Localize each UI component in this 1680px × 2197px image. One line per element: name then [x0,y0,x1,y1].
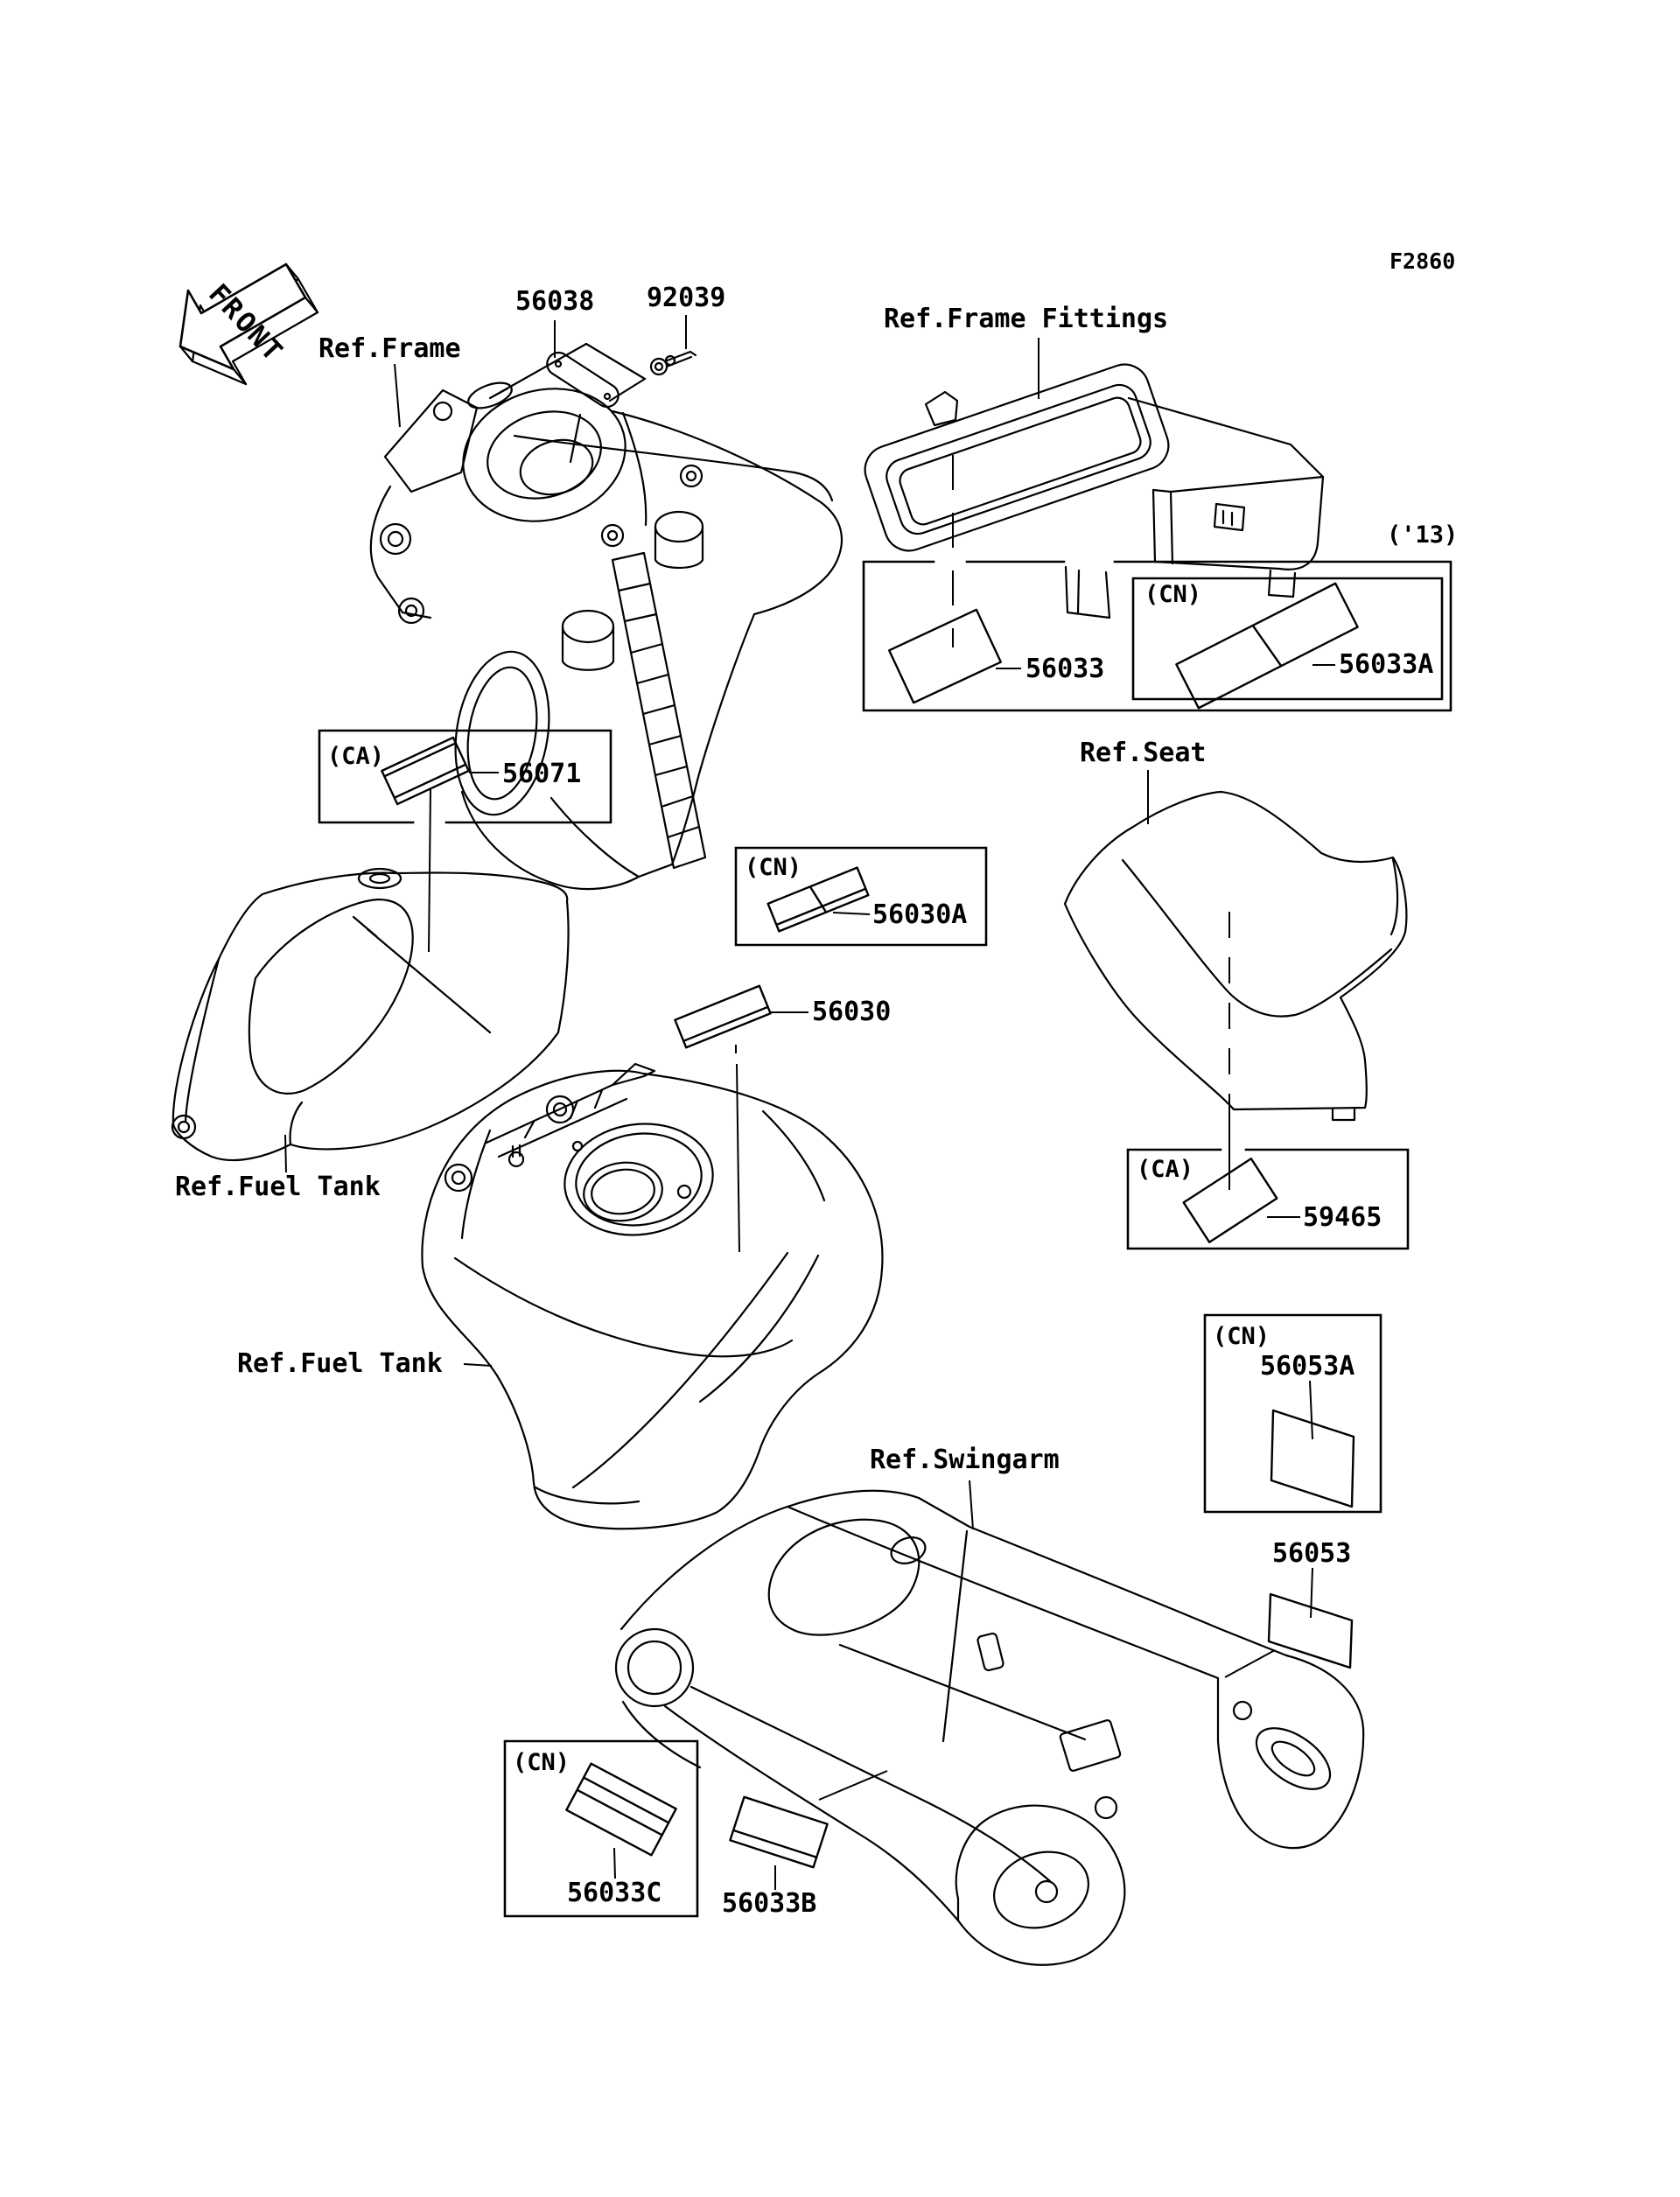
sticker-56033b [730,1797,827,1867]
leader-56030-to-tank [736,1045,739,1252]
sticker-59465 [1184,1158,1278,1242]
box-ca-56071 [319,731,611,822]
frame-fittings-drawing [858,358,1323,618]
leader-56071-to-cover [429,789,430,952]
front-arrow: FRONT [180,264,318,384]
frame-drawing [371,370,842,889]
label-plate-56038 [490,344,645,411]
fuel-tank-drawing [422,1064,882,1529]
region-cn-56053a: (CN) [1213,1323,1270,1350]
region-cn-56030a: (CN) [745,854,802,881]
box-56033-group [864,562,1451,710]
sticker-56030 [675,986,770,1047]
sticker-56030a [768,868,869,932]
part-number-59465: 59465 [1303,1202,1382,1233]
variant-boxes [319,562,1451,1916]
part-number-56033b: 56033B [722,1888,817,1919]
year-13-note: ('13) [1387,521,1459,549]
box-cn-56030a [736,848,986,945]
part-number-56030: 56030 [812,997,892,1027]
part-number-56033a: 56033A [1339,649,1434,680]
sticker-56033 [889,610,1001,703]
ref-fuel-tank-cover-label: Ref.Fuel Tank [175,1172,381,1202]
region-ca-59465: (CA) [1137,1156,1194,1183]
box-ca-59465 [1128,1150,1408,1249]
box-cn-56033c [505,1741,697,1916]
sticker-56071 [382,738,468,804]
leader-ref-fuel-tank-cover [285,1135,286,1172]
ref-fuel-tank-label: Ref.Fuel Tank [237,1348,443,1379]
sticker-56053a [1271,1410,1354,1507]
box-cn-56033a [1133,578,1442,699]
ref-frame-fittings-label: Ref.Frame Fittings [884,304,1169,334]
part-number-56033: 56033 [1026,654,1105,684]
swingarm-drawing [616,1491,1363,1965]
leader-ref-frame [395,364,400,427]
leader-56033c [614,1848,615,1879]
part-number-92039: 92039 [647,283,726,313]
leader-56053-to-swingarm [1225,1650,1275,1677]
seat-drawing [1065,792,1406,1120]
leader-56053a [1310,1381,1312,1439]
sticker-56053 [1269,1594,1352,1668]
leader-56053 [1311,1568,1312,1618]
part-number-56030a: 56030A [872,899,968,930]
part-number-56053: 56053 [1272,1538,1352,1569]
part-number-56053a: 56053A [1260,1351,1355,1382]
part-number-56033c: 56033C [567,1878,662,1908]
leader-lines [285,315,1335,1890]
region-cn-56033a: (CN) [1144,581,1202,608]
part-number-56038: 56038 [515,286,595,317]
region-cn-56033c: (CN) [513,1749,570,1776]
leader-ref-fuel-tank [464,1364,492,1366]
leader-56033b-to-swingarm [819,1771,887,1800]
sticker-56033c [566,1764,676,1856]
figure-code: F2860 [1390,248,1456,274]
ref-frame-label: Ref.Frame [318,333,461,364]
ref-seat-label: Ref.Seat [1080,738,1207,768]
fuel-tank-cover-drawing [172,869,569,1160]
sticker-shapes [382,584,1357,1867]
rivet-92039 [651,352,696,374]
ref-swingarm-label: Ref.Swingarm [870,1445,1060,1475]
leader-ref-swingarm [970,1480,973,1529]
sticker-56033a [1176,584,1357,709]
leader-56030a [833,913,870,914]
part-number-56071: 56071 [502,759,582,789]
region-ca-56071: (CA) [327,743,385,770]
box-cn-56053a [1205,1315,1381,1512]
